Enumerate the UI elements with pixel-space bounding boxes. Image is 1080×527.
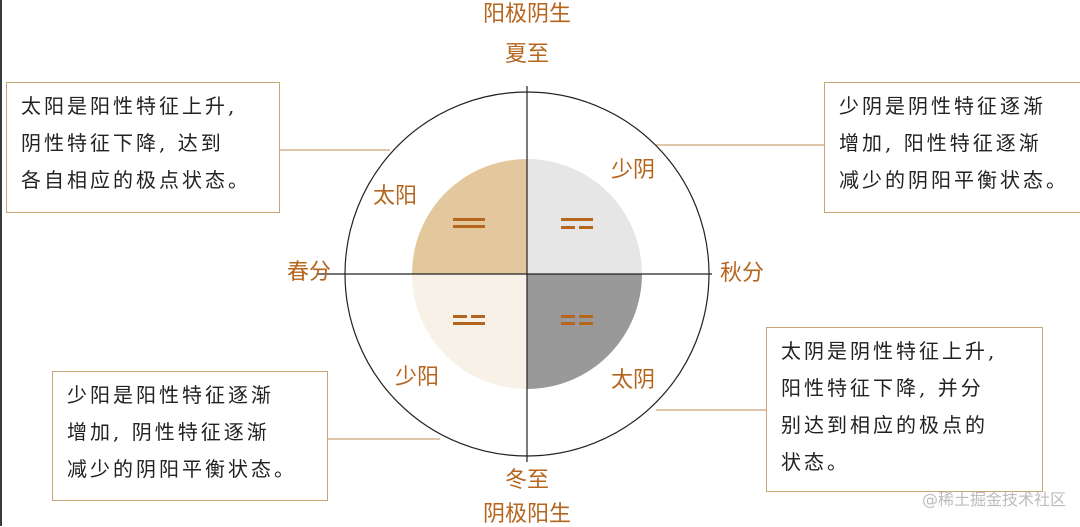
label-taiyin: 太阴 [611,368,656,393]
quadrant-shaoyin [527,159,642,274]
label-shaoyin: 少阴 [611,158,656,183]
label-bottom-pole: 阴极阳生 [482,502,572,527]
symbol-taiyang [453,218,485,228]
note-shaoyin: 少阴是阴性特征逐渐 增加, 阳性特征逐渐 减少的阴阳平衡状态。 [824,82,1080,213]
quadrant-shaoyang [412,274,527,389]
quadrant-taiyang [412,159,527,274]
label-winter-solstice: 冬至 [504,468,550,493]
symbol-shaoyang [453,315,485,325]
note-taiyin: 太阴是阴性特征上升, 阳性特征下降, 并分 别达到相应的极点的 状态。 [766,327,1043,492]
label-top-pole: 阳极阴生 [482,2,572,27]
watermark: @稀土掘金技术社区 [921,490,1066,509]
label-summer-solstice: 夏至 [504,42,550,67]
note-taiyang: 太阳是阳性特征上升, 阴性特征下降, 达到 各自相应的极点状态。 [6,82,280,213]
left-edge-line [0,0,2,526]
label-autumn-equinox: 秋分 [720,261,765,286]
quadrant-taiyin [527,274,642,389]
label-shaoyang: 少阳 [395,365,440,390]
symbol-taiyin [561,315,593,325]
label-taiyang: 太阳 [373,184,418,209]
symbol-shaoyin [561,218,593,229]
note-shaoyang: 少阳是阳性特征逐渐 增加, 阴性特征逐渐 减少的阴阳平衡状态。 [52,371,328,501]
label-spring-equinox: 春分 [287,260,332,285]
